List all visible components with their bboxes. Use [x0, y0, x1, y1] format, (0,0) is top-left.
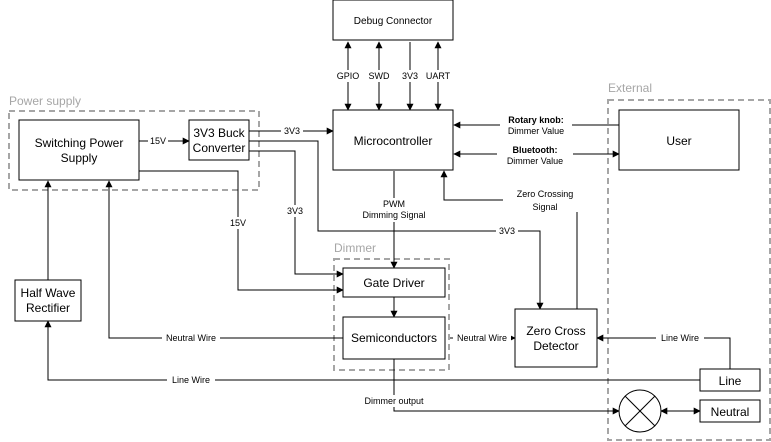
pwm-label-1: PWM	[383, 199, 405, 209]
line-wire-to-rectifier	[44, 320, 700, 381]
line-label: Line	[719, 374, 742, 388]
neutral-block	[699, 399, 761, 423]
buck-converter-block	[188, 119, 250, 161]
semiconductors-block	[342, 316, 446, 360]
gpio-label: GPIO	[337, 71, 360, 81]
gate-3v3-label: 3V3	[287, 206, 303, 216]
debug-connector-block	[332, 0, 454, 41]
user-block	[618, 109, 740, 171]
pwm-label-2: Dimming Signal	[362, 210, 425, 220]
buck-converter-label-2: Converter	[193, 141, 246, 155]
line-wire-bottom-label: Line Wire	[172, 375, 210, 385]
neutral-wire-left-label: Neutral Wire	[166, 333, 216, 343]
zero-cross-3v3-label: 3V3	[499, 226, 515, 236]
switching-power-supply-label-2: Supply	[61, 151, 98, 165]
psu-to-gate-15v-wire	[139, 170, 344, 294]
dimmer-group	[333, 258, 450, 371]
debug-connector-label: Debug Connector	[354, 16, 433, 27]
dimmer-output-label: Dimmer output	[364, 396, 424, 406]
zero-cross-detector-block	[514, 308, 598, 368]
mcu-3v3-label: 3V3	[284, 126, 300, 136]
line-to-zero-cross-wire	[596, 334, 731, 369]
switching-power-supply-block	[18, 119, 140, 181]
bluetooth-label: Bluetooth:	[513, 145, 558, 155]
swd-label: SWD	[369, 71, 390, 81]
gate-driver-label: Gate Driver	[363, 276, 424, 290]
zero-cross-detector-label-2: Detector	[533, 339, 578, 353]
zero-crossing-label-1: Zero Crossing	[517, 189, 574, 199]
external-group	[607, 99, 771, 441]
gate-driver-block	[342, 267, 446, 298]
microcontroller-block	[332, 109, 454, 171]
switching-power-supply-label-1: Switching Power	[35, 136, 124, 150]
buck-converter-label-1: 3V3 Buck	[193, 126, 245, 140]
external-group-label: External	[608, 81, 652, 95]
neutral-wire-right-label: Neutral Wire	[457, 333, 507, 343]
half-wave-rectifier-label-1: Half Wave	[21, 286, 76, 300]
debug-3v3-label: 3V3	[402, 71, 418, 81]
line-block	[699, 368, 761, 392]
bluetooth-dimmer-value-label: Dimmer Value	[507, 156, 563, 166]
zero-crossing-label-2: Signal	[532, 202, 557, 212]
half-wave-rectifier-label-2: Rectifier	[26, 301, 70, 315]
microcontroller-label: Microcontroller	[354, 134, 433, 148]
dimmer-group-label: Dimmer	[334, 241, 376, 255]
psu-15v-label: 15V	[150, 136, 166, 146]
buck-to-zero-cross-wire	[249, 140, 544, 310]
dimmer-output-wire	[393, 359, 620, 415]
zero-cross-detector-label-1: Zero Cross	[526, 324, 585, 338]
power-supply-group	[8, 110, 260, 191]
user-label: User	[666, 134, 691, 148]
rotary-knob-label: Rotary knob:	[508, 115, 564, 125]
neutral-label: Neutral	[711, 405, 750, 419]
neutral-wire-to-psu	[105, 180, 343, 339]
uart-label: UART	[426, 71, 451, 81]
power-supply-group-label: Power supply	[9, 94, 81, 108]
line-wire-right-label: Line Wire	[661, 333, 699, 343]
half-wave-rectifier-block	[14, 279, 82, 322]
semiconductors-label: Semiconductors	[351, 331, 437, 345]
lamp-icon	[618, 389, 662, 433]
gate-15v-label: 15V	[230, 218, 246, 228]
rotary-dimmer-value-label: Dimmer Value	[508, 126, 564, 136]
